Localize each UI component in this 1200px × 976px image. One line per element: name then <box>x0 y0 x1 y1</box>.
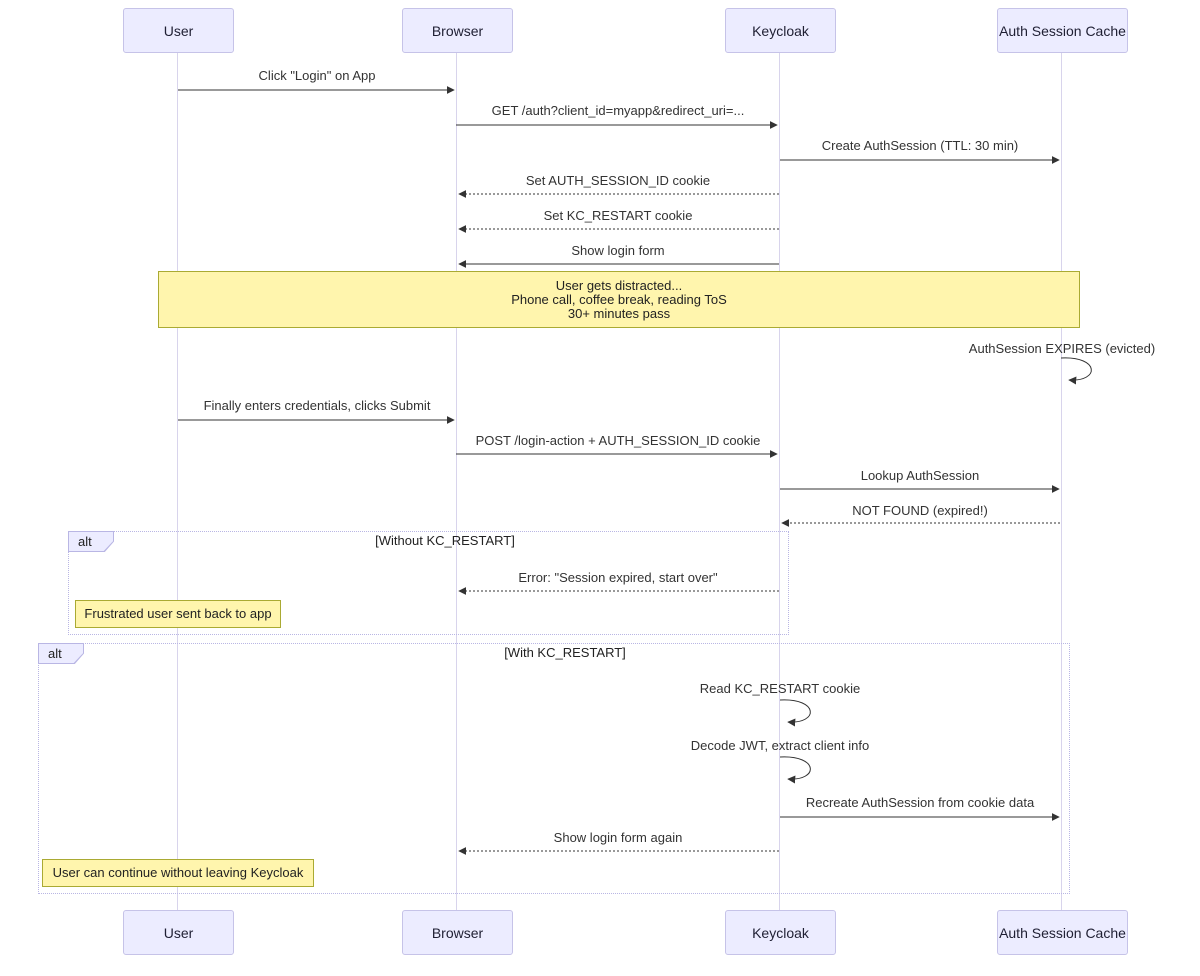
alt-frame-without-kc-restart <box>68 531 789 635</box>
message-label: Recreate AuthSession from cookie data <box>805 795 1035 810</box>
message-label: GET /auth?client_id=myapp&redirect_uri=.… <box>491 103 745 118</box>
message-label: Show login form <box>571 243 665 258</box>
lifeline-auth-session-cache <box>1061 53 1062 910</box>
note-user-can-continue: User can continue without leaving Keyclo… <box>42 859 314 887</box>
note-line: Frustrated user sent back to app <box>84 606 272 621</box>
note-line: User can continue without leaving Keyclo… <box>52 865 304 880</box>
alt-frame-with-kc-restart <box>38 643 1070 894</box>
message-label: Read KC_RESTART cookie <box>699 681 861 696</box>
note-user-distracted: User gets distracted... Phone call, coff… <box>158 271 1080 328</box>
message-label: Decode JWT, extract client info <box>690 738 870 753</box>
participant-auth-session-cache-bottom: Auth Session Cache <box>997 910 1128 955</box>
participant-browser-bottom: Browser <box>402 910 513 955</box>
lifeline-user <box>177 53 178 910</box>
self-arrow-authsession-expires <box>1060 357 1092 385</box>
participant-user-bottom: User <box>123 910 234 955</box>
note-line: 30+ minutes pass <box>567 305 671 321</box>
participant-auth-session-cache-top: Auth Session Cache <box>997 8 1128 53</box>
message-label: Set KC_RESTART cookie <box>543 208 693 223</box>
alt-label-tab: alt <box>38 643 84 664</box>
alt-condition-with-kc-restart: [With KC_RESTART] <box>504 645 626 660</box>
alt-label-tab: alt <box>68 531 114 552</box>
alt-label: alt <box>78 534 92 549</box>
participant-browser-top: Browser <box>402 8 513 53</box>
message-label: Set AUTH_SESSION_ID cookie <box>525 173 711 188</box>
message-label: Lookup AuthSession <box>860 468 980 483</box>
message-label: AuthSession EXPIRES (evicted) <box>968 341 1156 356</box>
note-line: Phone call, coffee break, reading ToS <box>511 291 727 307</box>
message-label: POST /login-action + AUTH_SESSION_ID coo… <box>475 433 761 448</box>
message-label: Error: "Session expired, start over" <box>518 570 718 585</box>
message-label: NOT FOUND (expired!) <box>852 503 988 518</box>
participant-keycloak-top: Keycloak <box>725 8 836 53</box>
participant-user-top: User <box>123 8 234 53</box>
message-label: Create AuthSession (TTL: 30 min) <box>821 138 1019 153</box>
message-label: Finally enters credentials, clicks Submi… <box>203 398 431 413</box>
lifeline-keycloak <box>779 53 780 910</box>
message-label: Click "Login" on App <box>258 68 376 83</box>
note-frustrated-user: Frustrated user sent back to app <box>75 600 281 628</box>
note-line: User gets distracted... <box>555 277 683 293</box>
participant-keycloak-bottom: Keycloak <box>725 910 836 955</box>
alt-label: alt <box>48 646 62 661</box>
lifeline-browser <box>456 53 457 910</box>
message-label: Show login form again <box>553 830 683 845</box>
alt-condition-without-kc-restart: [Without KC_RESTART] <box>375 533 515 548</box>
